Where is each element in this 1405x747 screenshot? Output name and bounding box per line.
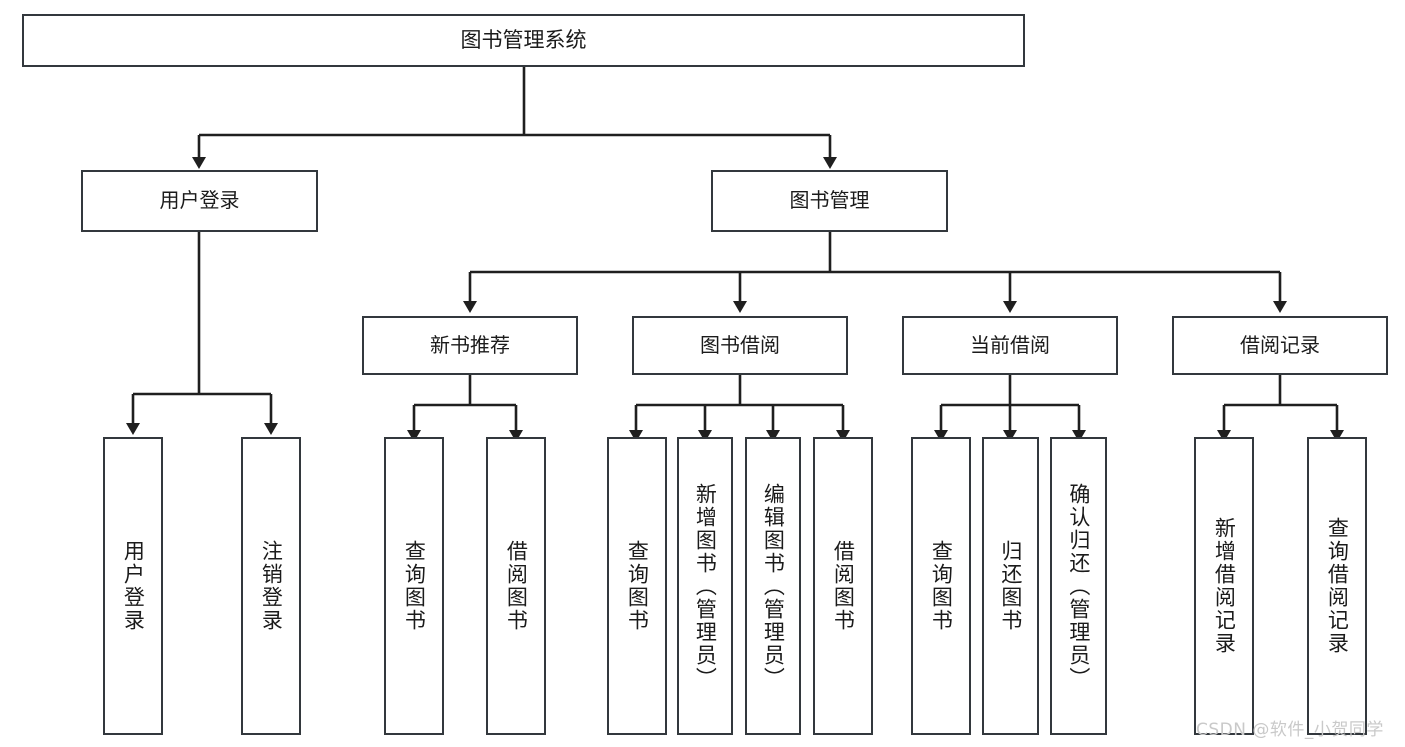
leaf-borrow-edit-book-admin[interactable]: 编辑图书（管理员） [745, 437, 801, 735]
node-label: 图书借阅 [700, 332, 780, 357]
leaf-borrow-add-book-admin[interactable]: 新增图书（管理员） [677, 437, 733, 735]
node-label: 用户登录 [159, 188, 240, 213]
node-root-system[interactable]: 图书管理系统 [22, 14, 1025, 67]
leaf-new-book-borrow[interactable]: 借阅图书 [486, 437, 546, 735]
node-label: 新增图书（管理员） [693, 482, 718, 690]
node-book-management[interactable]: 图书管理 [711, 170, 948, 232]
node-label: 编辑图书（管理员） [761, 482, 786, 690]
leaf-current-confirm-return-admin[interactable]: 确认归还（管理员） [1050, 437, 1107, 735]
node-label: 用户登录 [121, 540, 146, 632]
leaf-borrow-borrow-book[interactable]: 借阅图书 [813, 437, 873, 735]
leaf-current-return-book[interactable]: 归还图书 [982, 437, 1039, 735]
leaf-record-query[interactable]: 查询借阅记录 [1307, 437, 1367, 735]
node-label: 图书管理 [789, 188, 870, 213]
node-label: 新增借阅记录 [1212, 517, 1237, 655]
node-label: 查询图书 [929, 540, 954, 632]
node-book-borrow[interactable]: 图书借阅 [632, 316, 848, 375]
node-current-borrow[interactable]: 当前借阅 [902, 316, 1118, 375]
node-label: 新书推荐 [430, 332, 510, 357]
node-label: 注销登录 [259, 540, 284, 632]
node-label: 当前借阅 [970, 332, 1050, 357]
node-new-book-recommend[interactable]: 新书推荐 [362, 316, 578, 375]
node-label: 借阅图书 [504, 540, 529, 632]
leaf-user-login-signin[interactable]: 用户登录 [103, 437, 163, 735]
node-user-login[interactable]: 用户登录 [81, 170, 318, 232]
leaf-new-book-query[interactable]: 查询图书 [384, 437, 444, 735]
node-borrow-record[interactable]: 借阅记录 [1172, 316, 1388, 375]
csdn-watermark: CSDN @软件_小贺同学 [1196, 720, 1384, 740]
node-label: 确认归还（管理员） [1066, 482, 1091, 690]
node-label: 借阅图书 [831, 540, 856, 632]
leaf-current-query-book[interactable]: 查询图书 [911, 437, 971, 735]
leaf-user-login-signout[interactable]: 注销登录 [241, 437, 301, 735]
node-label: 借阅记录 [1240, 332, 1320, 357]
node-label: 查询图书 [402, 540, 427, 632]
node-label: 查询图书 [625, 540, 650, 632]
node-label: 归还图书 [998, 540, 1023, 632]
node-label: 图书管理系统 [460, 28, 587, 53]
leaf-borrow-query-book[interactable]: 查询图书 [607, 437, 667, 735]
leaf-record-add[interactable]: 新增借阅记录 [1194, 437, 1254, 735]
node-label: 查询借阅记录 [1325, 517, 1350, 655]
